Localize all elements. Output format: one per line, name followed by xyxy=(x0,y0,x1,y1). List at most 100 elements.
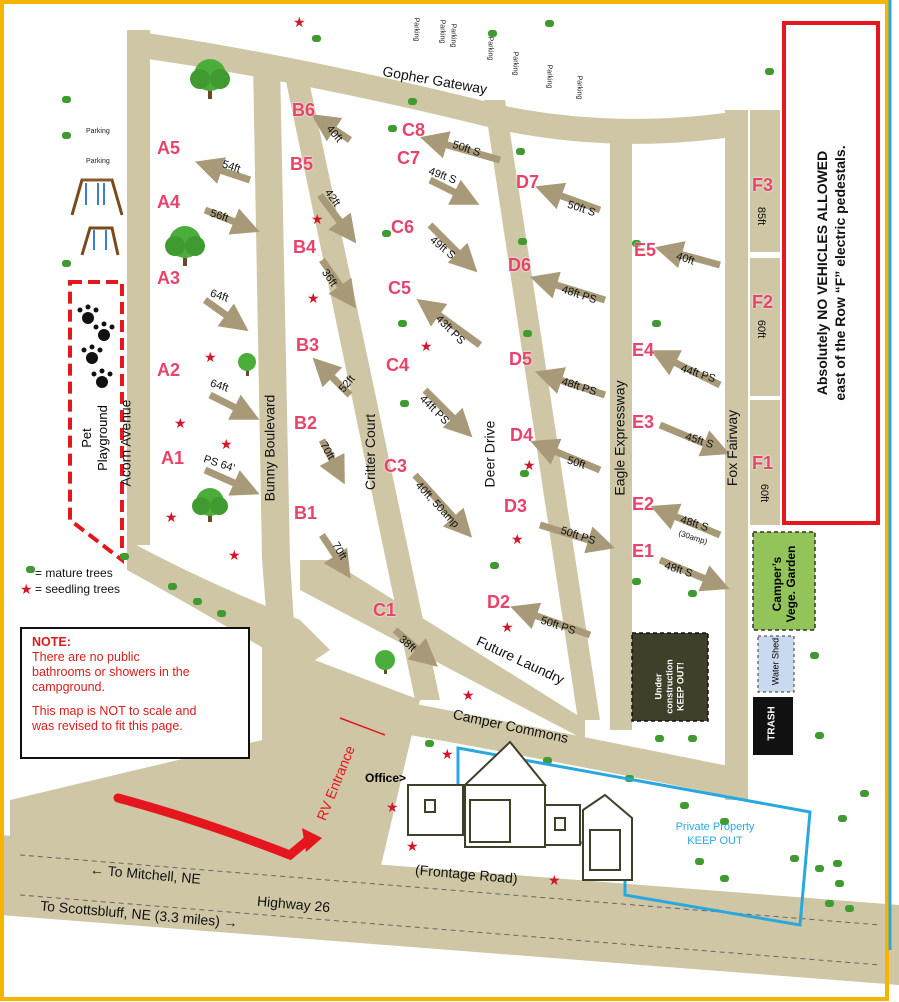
svg-text:★: ★ xyxy=(220,437,233,453)
site-E5: E5 xyxy=(634,240,657,260)
rv-entrance-arrow xyxy=(113,793,313,861)
road-bunny-boulevard: Bunny Boulevard xyxy=(261,394,278,502)
site-B1: B1 xyxy=(294,503,318,523)
pet-playground-label: Pet Playground xyxy=(79,405,111,471)
site-A2: A2 xyxy=(157,360,181,380)
gopher-gateway-road xyxy=(127,30,745,144)
site-B6: B6 xyxy=(292,100,316,120)
site-C4: C4 xyxy=(386,355,410,375)
site-A4: A4 xyxy=(157,192,181,212)
site-D2: D2 xyxy=(487,592,511,612)
site-A5: A5 xyxy=(157,138,181,158)
parking-label: Parking xyxy=(86,158,110,165)
trash-plot xyxy=(753,697,793,755)
site-D3: D3 xyxy=(504,496,528,516)
site-D5: D5 xyxy=(509,349,533,369)
site-B4: B4 xyxy=(293,237,317,257)
garden-plot xyxy=(752,531,816,631)
svg-text:★: ★ xyxy=(511,532,524,548)
distance-F2: 60ft xyxy=(755,319,768,339)
distance-F3: 85ft xyxy=(755,206,768,226)
site-F3: F3 xyxy=(752,175,774,195)
site-E4: E4 xyxy=(632,340,655,360)
site-A3: A3 xyxy=(157,268,181,288)
private-property-label: Private Property KEEP OUT xyxy=(660,820,770,848)
warning-line-2: east of the Row “F” electric pedestals. xyxy=(832,145,848,401)
road-deer-drive: Deer Drive xyxy=(481,420,498,488)
fox-fairway-road xyxy=(725,110,748,800)
site-C5: C5 xyxy=(388,278,412,298)
garden-label: Camper’s Vege. Garden xyxy=(770,545,798,623)
svg-text:★: ★ xyxy=(441,747,454,763)
no-vehicles-warning: Absolutely NO VEHICLES ALLOWED east of t… xyxy=(782,21,880,525)
distance-F1: 60ft xyxy=(758,483,771,503)
parking-label: Parking xyxy=(575,75,583,100)
f2-pad xyxy=(750,258,780,396)
road-network xyxy=(0,30,899,985)
note-line-5: was revised to fit this page. xyxy=(32,719,183,733)
site-F1: F1 xyxy=(752,453,774,473)
seedling-tree-markers: ★★★ ★★★ ★★★ ★★★ ★★★ ★★★ xyxy=(20,15,561,889)
construction-label: Under construction KEEP OUT! xyxy=(654,645,687,729)
acorn-avenue-road xyxy=(127,30,150,545)
note-title: NOTE: xyxy=(32,635,71,649)
svg-text:★: ★ xyxy=(548,873,561,889)
svg-text:★: ★ xyxy=(420,339,433,355)
site-A1: A1 xyxy=(161,448,185,468)
svg-text:★: ★ xyxy=(293,15,306,31)
eagle-expressway-road xyxy=(610,125,632,730)
water-shed-plot xyxy=(757,635,795,693)
entrance-gate-line xyxy=(339,717,386,736)
construction-line-1: Under xyxy=(653,673,664,700)
parking-label: Parking xyxy=(449,23,457,48)
legend-seedling-trees: = seedling trees xyxy=(35,582,121,596)
road-critter-court: Critter Court xyxy=(362,413,379,491)
svg-text:★: ★ xyxy=(462,688,475,704)
road-fox-fairway: Fox Fairway xyxy=(724,409,741,487)
note-line-1: There are no public xyxy=(32,650,140,664)
mature-tree-markers xyxy=(26,20,869,912)
swing-set-icons xyxy=(70,178,124,256)
svg-text:★: ★ xyxy=(523,458,536,474)
svg-text:★: ★ xyxy=(204,350,217,366)
construction-line-3: KEEP OUT! xyxy=(675,662,686,711)
parking-label: Parking xyxy=(545,64,553,89)
site-D4: D4 xyxy=(510,425,534,445)
road-eagle-expressway: Eagle Expressway xyxy=(611,380,628,496)
construction-line-2: construction xyxy=(664,659,675,714)
parking-label: Parking xyxy=(438,19,446,44)
trash-label: TRASH xyxy=(766,706,778,741)
svg-text:★: ★ xyxy=(228,548,241,564)
parking-label: Parking xyxy=(412,17,420,42)
site-C1: C1 xyxy=(373,600,397,620)
site-F2: F2 xyxy=(752,292,774,312)
camper-commons-road xyxy=(380,700,748,800)
parking-label: Parking xyxy=(511,51,519,76)
note-line-4: This map is NOT to scale and xyxy=(32,704,197,718)
bunny-boulevard-road xyxy=(253,62,300,720)
construction-plot xyxy=(631,632,709,722)
parking-label: Parking xyxy=(86,128,110,135)
f1-pad xyxy=(750,400,780,525)
svg-text:★: ★ xyxy=(174,416,187,432)
site-B2: B2 xyxy=(294,413,318,433)
note-box: NOTE: There are no public bathrooms or s… xyxy=(20,627,250,759)
site-B3: B3 xyxy=(296,335,320,355)
pet-playground-line-1: Pet xyxy=(78,428,94,448)
site-C7: C7 xyxy=(397,148,421,168)
site-D6: D6 xyxy=(508,255,532,275)
water-shed-label: Water Shed xyxy=(770,637,781,686)
office-building-icon xyxy=(407,740,633,881)
site-B5: B5 xyxy=(290,154,314,174)
site-C3: C3 xyxy=(384,456,408,476)
site-E3: E3 xyxy=(632,412,655,432)
note-line-2: bathrooms or showers in the xyxy=(32,665,190,679)
svg-text:★: ★ xyxy=(501,620,514,636)
f-row-pads xyxy=(750,110,780,525)
site-arrows xyxy=(195,114,730,667)
pet-playground-boundary xyxy=(68,280,124,565)
parking-label: Parking xyxy=(486,36,494,61)
